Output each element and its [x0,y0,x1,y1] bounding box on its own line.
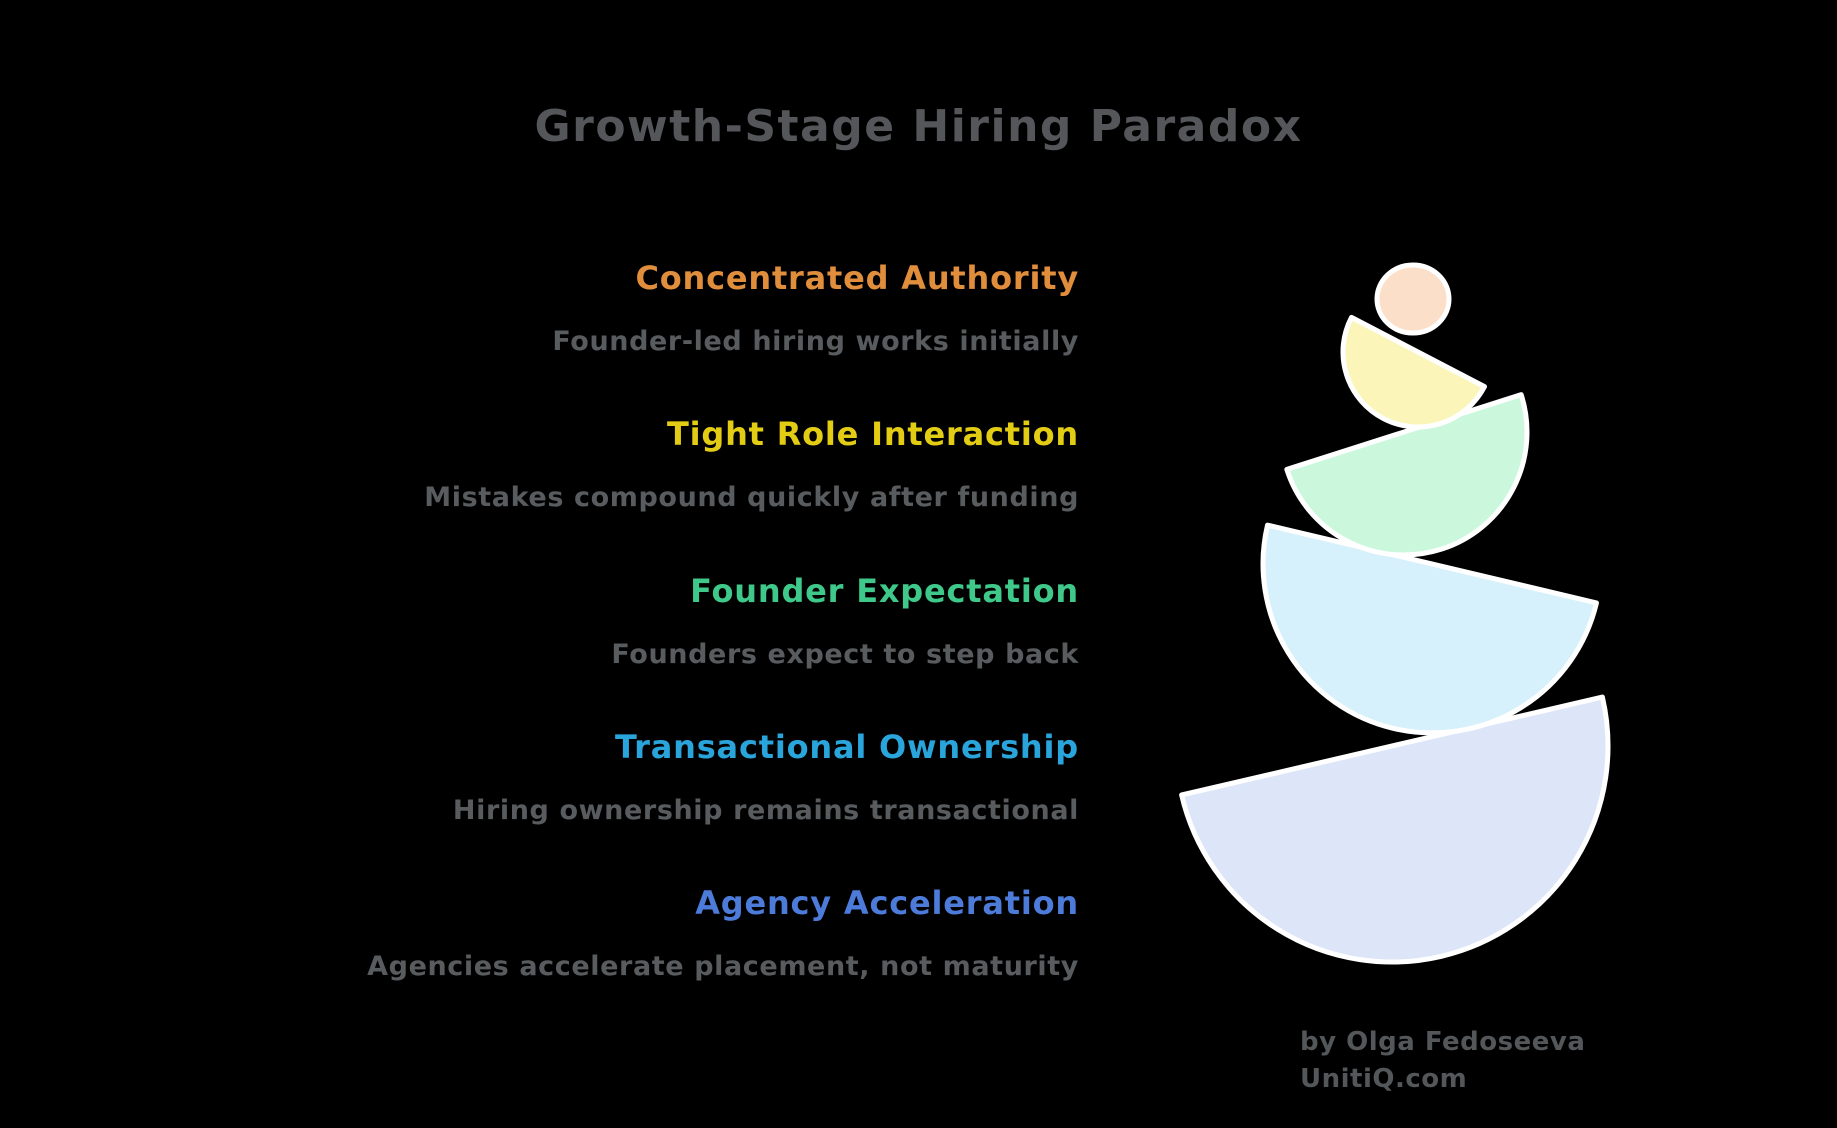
stage-item-founder-expectation: Founder Expectation Founders expect to s… [299,572,1079,671]
stage-subtitle: Mistakes compound quickly after funding [424,482,1079,513]
stage-heading: Concentrated Authority [635,259,1079,297]
stage-heading: Transactional Ownership [615,728,1079,766]
stage-item-tight-role-interaction: Tight Role Interaction Mistakes compound… [299,415,1079,514]
page-title: Growth-Stage Hiring Paradox [534,101,1303,152]
stage-subtitle: Founders expect to step back [611,639,1079,670]
attribution-site: UnitiQ.com [1300,1064,1468,1094]
attribution: by Olga Fedoseeva UnitiQ.com [1300,1024,1585,1098]
stage-heading: Agency Acceleration [695,884,1079,922]
stage-item-agency-acceleration: Agency Acceleration Agencies accelerate … [299,884,1079,983]
stage-subtitle: Founder-led hiring works initially [552,326,1079,357]
stage-heading: Tight Role Interaction [666,415,1079,453]
stage-heading: Founder Expectation [690,572,1079,610]
stage-subtitle: Hiring ownership remains transactional [452,795,1079,826]
attribution-author: by Olga Fedoseeva [1300,1027,1586,1057]
stage-item-concentrated-authority: Concentrated Authority Founder-led hirin… [299,259,1079,358]
stage-subtitle: Agencies accelerate placement, not matur… [367,951,1079,982]
stage-item-transactional-ownership: Transactional Ownership Hiring ownership… [299,728,1079,827]
